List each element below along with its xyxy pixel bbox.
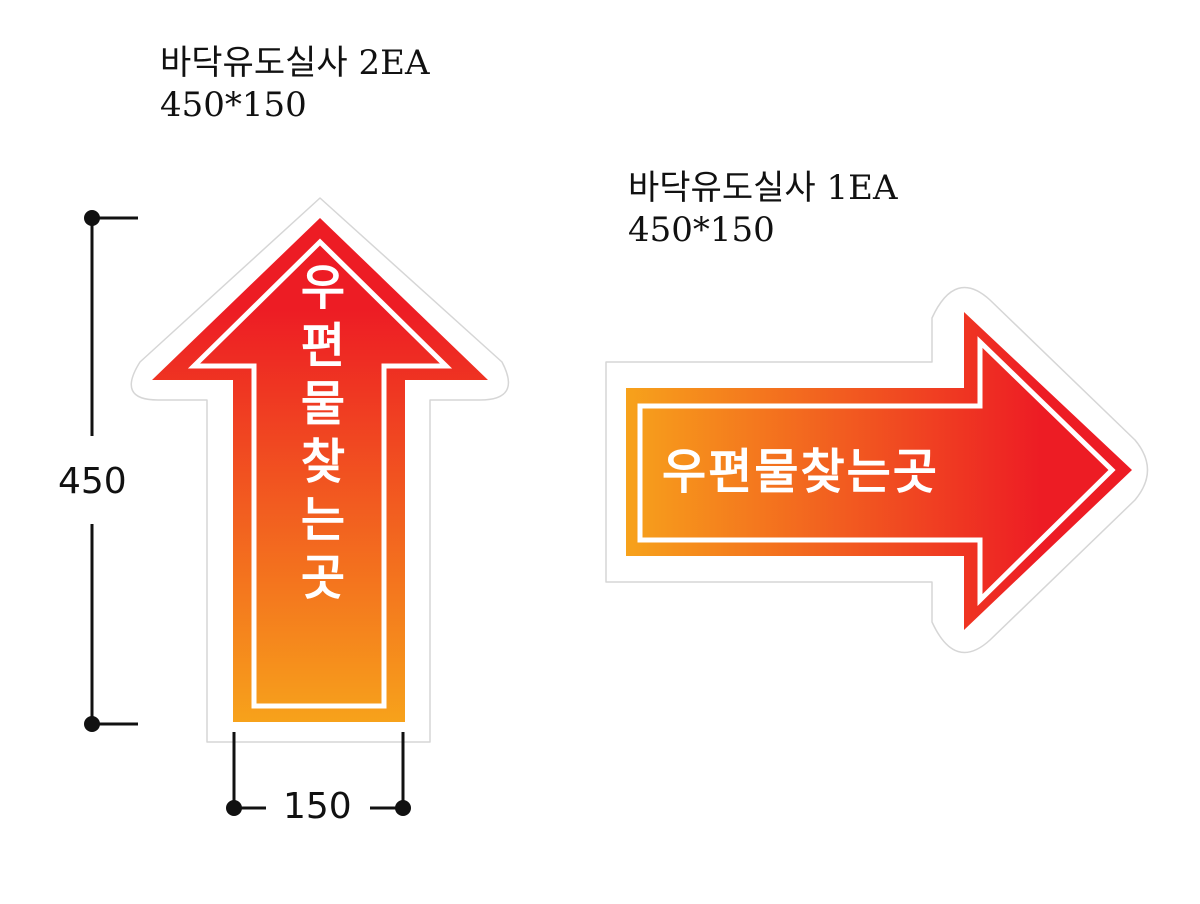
width-dimension-label: 150 xyxy=(283,786,352,827)
right-arrow-inner-outline xyxy=(637,336,1116,606)
right-arrow-label: 우편물찾는곳 xyxy=(662,444,939,500)
right-sign-caption-title: 바닥유도실사 1EA xyxy=(628,168,898,208)
right-sign-caption-size: 450*150 xyxy=(628,210,775,250)
left-sign-caption-title: 바닥유도실사 2EA xyxy=(160,43,430,83)
right-sign-caption: 바닥유도실사 1EA 450*150 xyxy=(628,167,898,251)
height-dimension-label: 450 xyxy=(58,461,127,502)
height-dimension xyxy=(84,210,138,732)
left-sign-caption-size: 450*150 xyxy=(160,85,307,125)
up-arrow-body xyxy=(152,218,488,722)
up-arrow-inner-outline xyxy=(187,238,453,709)
width-dimension xyxy=(226,732,411,816)
up-arrow-label: 우편물찾는곳 xyxy=(290,262,346,610)
left-sign-caption: 바닥유도실사 2EA 450*150 xyxy=(160,42,430,126)
right-arrow-body xyxy=(626,312,1132,630)
